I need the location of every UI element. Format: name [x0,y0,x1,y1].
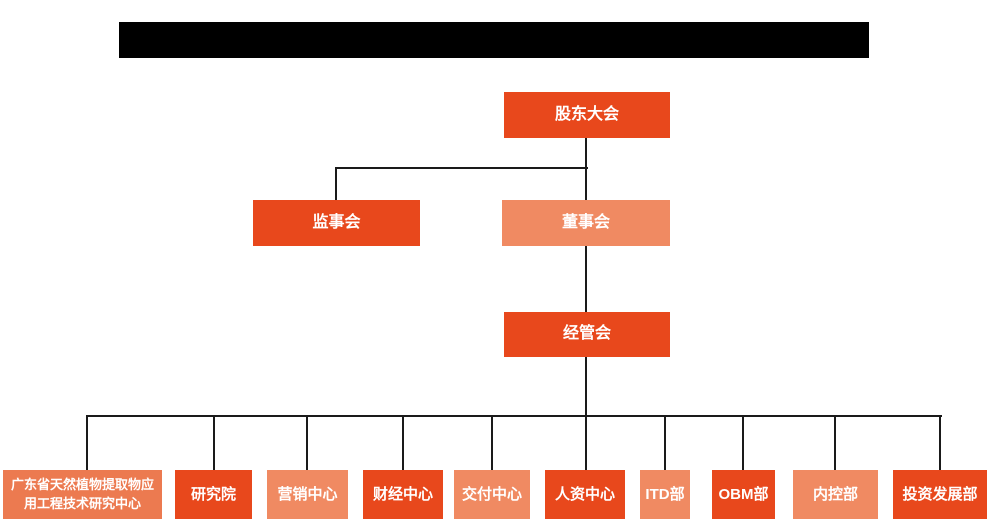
org-node-hr-center: 人资中心 [545,470,625,519]
org-node-itd-department: ITD部 [640,470,690,519]
org-node-internal-control-department: 内控部 [793,470,878,519]
connector-level2-horizontal [335,167,588,169]
connector-board-to-management [585,246,587,312]
connector-drop-research-center [86,415,88,470]
connector-drop-internal-control [834,415,836,470]
redacted-title-bar [119,22,869,58]
connector-supervisory-drop [335,167,337,201]
connector-drop-research-institute [213,415,215,470]
org-node-investment-development-department: 投资发展部 [893,470,987,519]
org-node-management-committee: 经管会 [504,312,670,357]
connector-drop-obm [742,415,744,470]
connector-bottom-horizontal [86,415,942,417]
org-node-research-center: 广东省天然植物提取物应用工程技术研究中心 [3,470,162,519]
org-node-supervisory-board: 监事会 [253,200,420,246]
org-node-board-of-directors: 董事会 [502,200,670,246]
connector-shareholders-down [585,138,587,168]
connector-drop-marketing [306,415,308,470]
connector-drop-itd [664,415,666,470]
org-node-finance-center: 财经中心 [363,470,443,519]
org-node-shareholders-meeting: 股东大会 [504,92,670,138]
org-node-delivery-center: 交付中心 [454,470,530,519]
connector-drop-delivery [491,415,493,470]
connector-drop-investment [939,415,941,470]
connector-board-drop [585,167,587,201]
connector-drop-finance [402,415,404,470]
connector-drop-hr [585,415,587,470]
org-node-research-institute: 研究院 [175,470,252,519]
connector-management-down [585,357,587,416]
org-node-obm-department: OBM部 [712,470,775,519]
org-node-marketing-center: 营销中心 [267,470,348,519]
